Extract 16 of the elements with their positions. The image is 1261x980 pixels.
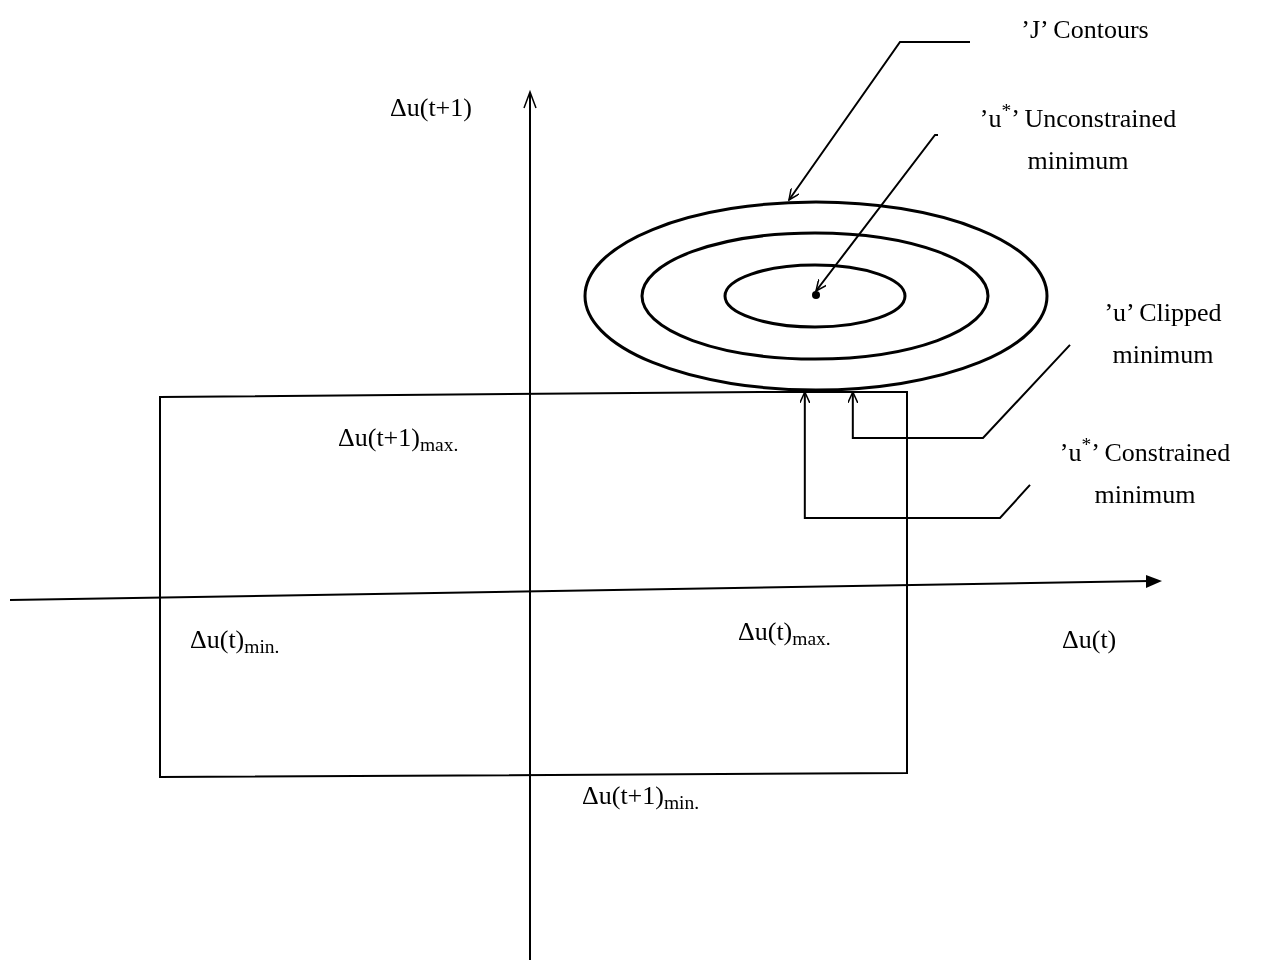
callout-text: ’u$^{*}$’ Unconstrained minimum [978,99,1178,177]
axis-label: Δu(t)$_{min.}$ [190,624,280,659]
axis-label: Δu(t+1)$_{max.}$ [338,422,459,457]
axis-label: Δu(t+1) [390,92,472,124]
leader-line [787,40,971,201]
axis-label: Δu(t)$_{max.}$ [738,616,831,651]
leader-line [815,133,939,292]
minimum-point [812,291,820,299]
axis-label: Δu(t) [1062,624,1117,656]
callout-text: ’J’ Contours [1021,14,1149,46]
leader-line [799,391,1031,519]
leader-line [847,343,1071,439]
axis-label: Δu(t+1)$_{min.}$ [582,780,700,815]
contour-ellipse [583,200,1049,392]
callout-text: ’u$^{*}$’ Constrained minimum [1058,433,1232,511]
callout-text: ’u’ Clipped minimum [1103,297,1223,371]
